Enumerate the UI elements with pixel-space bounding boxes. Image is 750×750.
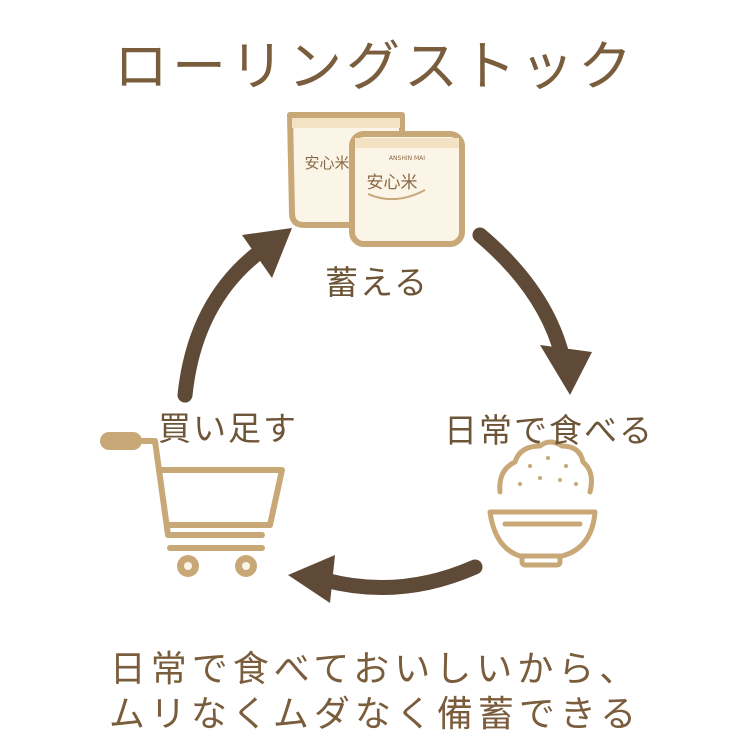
package-brand-small: ANSHIN MAI (389, 155, 425, 162)
arrow-heads (242, 228, 592, 603)
bowl-foot (519, 553, 563, 568)
arrowhead-eat (540, 345, 592, 395)
cart-handle (100, 432, 142, 450)
arrow-buy-to-store (177, 242, 270, 403)
arrow-eat-to-buy (317, 559, 483, 596)
step-label-store: 蓄える (325, 263, 430, 302)
package-brand: 安心米 (367, 173, 418, 193)
arrowhead-store (242, 228, 292, 278)
rice-package-front: ANSHIN MAI 安心米 (349, 131, 465, 247)
bowl (487, 509, 598, 559)
package-smile-line (367, 189, 426, 201)
shopping-cart-icon (100, 432, 285, 577)
caption-line-2: ムリなくムダなく備蓄できる (108, 694, 642, 735)
cycle-arrows (177, 227, 570, 596)
arrowhead-buy (288, 555, 335, 603)
arrow-store-to-eat (472, 227, 570, 363)
step-label-buy: 買い足す (158, 409, 298, 448)
rice-mound (497, 439, 594, 495)
page-title: ローリングストック (114, 35, 636, 98)
package-brand-back: 安心米 (304, 154, 349, 172)
caption-line-1: 日常で食べておいしいから、 (109, 649, 641, 690)
step-label-eat: 日常で食べる (444, 411, 654, 450)
rice-bowl-icon (487, 439, 598, 568)
